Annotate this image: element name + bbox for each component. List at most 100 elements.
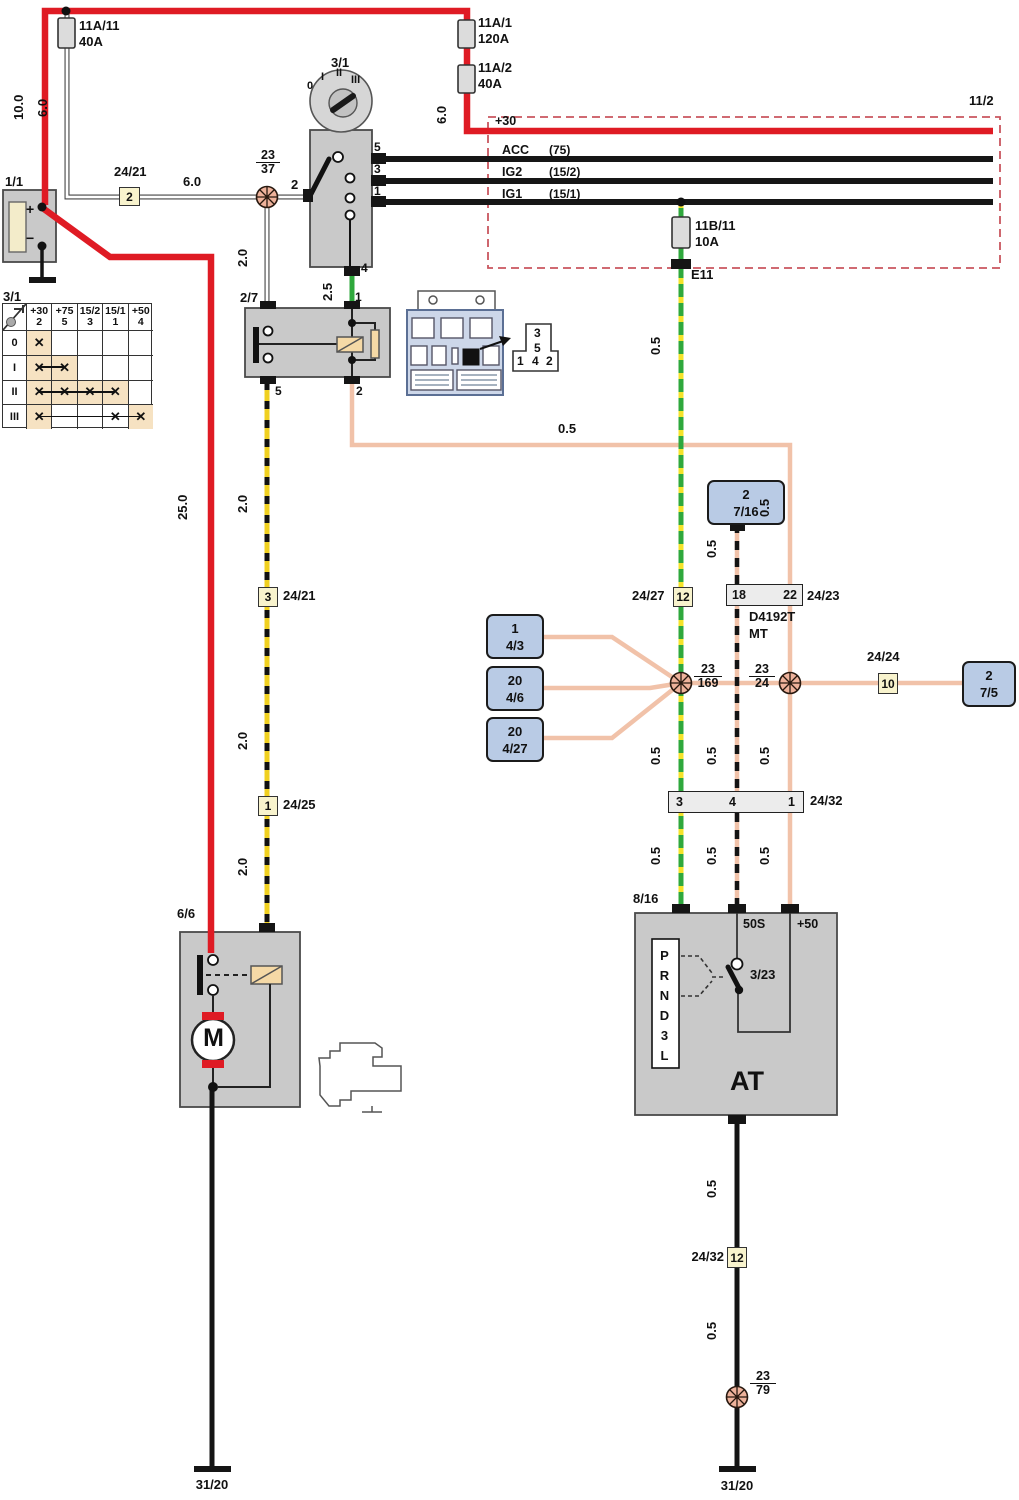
connector-24-32b-pin-text: 12 <box>730 1250 744 1265</box>
key-slot-icon <box>330 93 356 113</box>
connector-24-27-label: 24/27 <box>632 588 665 603</box>
connector-24-21b-pin: 3 <box>258 587 278 607</box>
salmon-wires <box>349 384 963 905</box>
connector-24-27-pin: 12 <box>673 587 693 607</box>
fuse-11a11-icon <box>57 17 76 49</box>
junction-dots <box>61 6 686 207</box>
connector-4-3-pin: 1 <box>511 620 519 636</box>
battery-minus-sign: − <box>26 230 35 246</box>
wire-size-0-5-a: 0.5 <box>648 336 663 355</box>
connector-7-16-id: 7/16 <box>733 503 759 519</box>
relay-socket-panel <box>406 290 511 396</box>
splice-23-24 <box>778 671 802 695</box>
wire-4-6-to-splice <box>543 680 682 691</box>
row-3-link-line <box>38 415 141 418</box>
key-pos-3: III <box>351 74 361 86</box>
pin-diagram-5: 5 <box>534 341 541 355</box>
strip-24-23-pin18: 18 <box>732 588 746 602</box>
relay-id: 2/7 <box>240 290 259 305</box>
splice-23-24-label: 23 24 <box>749 663 775 690</box>
red-wires <box>41 7 993 953</box>
connector-24-21b-pin-text: 3 <box>264 590 272 604</box>
connector-7-5: 2 7/5 <box>962 661 1016 707</box>
fuse-11a2-rating: 40A <box>478 76 502 91</box>
wire-size-0-5-b: 0.5 <box>704 539 719 558</box>
pin-diagram-4: 4 <box>532 354 539 368</box>
connector-symbol-icon <box>14 305 24 313</box>
connector-7-5-id: 7/5 <box>979 685 999 700</box>
fuse-11a2-id: 11A/2 <box>478 60 512 75</box>
wire-size-2-5: 2.5 <box>320 282 335 301</box>
pin-bars <box>259 153 799 1124</box>
starter-motor-outline <box>318 1042 402 1113</box>
connector-7-16: 2 7/16 <box>707 480 785 525</box>
col4-num: 4 <box>137 316 144 328</box>
connector-4-6-pin: 20 <box>507 672 523 688</box>
row-0-label: 0 <box>3 330 26 355</box>
pin-diagram-3: 3 <box>534 326 541 340</box>
wire-size-0-5-h: 0.5 <box>704 846 719 865</box>
col1-num: 5 <box>61 316 68 328</box>
wire-size-10-0: 10.0 <box>11 94 26 120</box>
gear-indicator-box <box>651 938 680 1069</box>
splice-23-79-top: 23 <box>750 1370 776 1384</box>
gear-3: 3 <box>660 1028 669 1043</box>
bus-acc-alt: (75) <box>549 143 571 157</box>
bus-plus30-label: +30 <box>495 114 517 128</box>
at-connector-8-16: 8/16 <box>633 891 659 906</box>
wire-size-0-5-c: 0.5 <box>757 498 772 517</box>
wire-size-0-5-k: 0.5 <box>704 1321 719 1340</box>
connector-24-32b-pin: 12 <box>727 1247 747 1268</box>
connector-4-3: 1 4/3 <box>486 614 544 659</box>
connector-24-21-pin: 2 <box>119 187 140 206</box>
bus-wires <box>386 156 993 205</box>
wire-size-0-5-g: 0.5 <box>648 846 663 865</box>
switch-pin5-bar <box>371 153 386 164</box>
cee-box-id: 11/2 <box>969 93 994 108</box>
switch-pin4-bar <box>344 266 360 276</box>
ignition-switch-internals <box>308 151 356 266</box>
wire-size-25-0: 25.0 <box>175 494 190 520</box>
splice-23-169-bottom: 169 <box>697 676 719 690</box>
cell-0-plus30: ✕ <box>26 330 52 355</box>
wire-size-0-5-i: 0.5 <box>757 846 772 865</box>
at-pin-50s: 50S <box>743 917 766 931</box>
connector-strip-24-32: 3 4 1 <box>668 791 804 813</box>
connector-4-3-id: 4/3 <box>505 637 525 653</box>
col4-top: +50 <box>131 305 150 317</box>
note-mt: MT <box>749 626 768 641</box>
splice-23-24-bottom: 24 <box>755 676 769 690</box>
splice-23-79-label: 23 79 <box>750 1370 776 1397</box>
fuse-11a2-icon <box>457 64 476 94</box>
switch-pin5-label: 5 <box>374 140 381 154</box>
splices <box>255 185 802 1409</box>
cell-0-plus75 <box>51 330 77 355</box>
bus-ig2-alt: (15/2) <box>549 165 581 179</box>
bus-ig1-label: IG1 <box>502 187 523 201</box>
strip-24-23-pin22: 22 <box>783 588 797 602</box>
connector-4-6-id: 4/6 <box>505 689 525 705</box>
fuse-11a11-rating: 40A <box>79 34 103 49</box>
relay-internals <box>253 309 380 376</box>
splice-23-37-bottom: 37 <box>261 162 275 176</box>
cell-2-plus50 <box>127 379 153 405</box>
connector-24-27-pin-text: 12 <box>676 590 690 604</box>
wire-size-0-5-d: 0.5 <box>648 746 663 765</box>
white-wires <box>64 13 303 303</box>
wire-size-6-0: 6.0 <box>183 174 202 189</box>
table-corner-cell <box>3 304 26 330</box>
ignition-switch-body <box>309 129 373 268</box>
e11-connector-bar <box>671 259 691 269</box>
fuse-11b11-icon <box>671 216 691 249</box>
switch-pin2-bar <box>303 189 313 202</box>
ignition-switch-id: 3/1 <box>331 55 350 70</box>
fuse-11a1-icon <box>457 19 476 49</box>
fuses <box>57 17 691 249</box>
battery-cell-icon <box>8 201 27 253</box>
connector-4-6: 20 4/6 <box>486 666 544 711</box>
fuse-11b11-id: 11B/11 <box>695 218 736 233</box>
wire-size-0-5-e: 0.5 <box>704 746 719 765</box>
